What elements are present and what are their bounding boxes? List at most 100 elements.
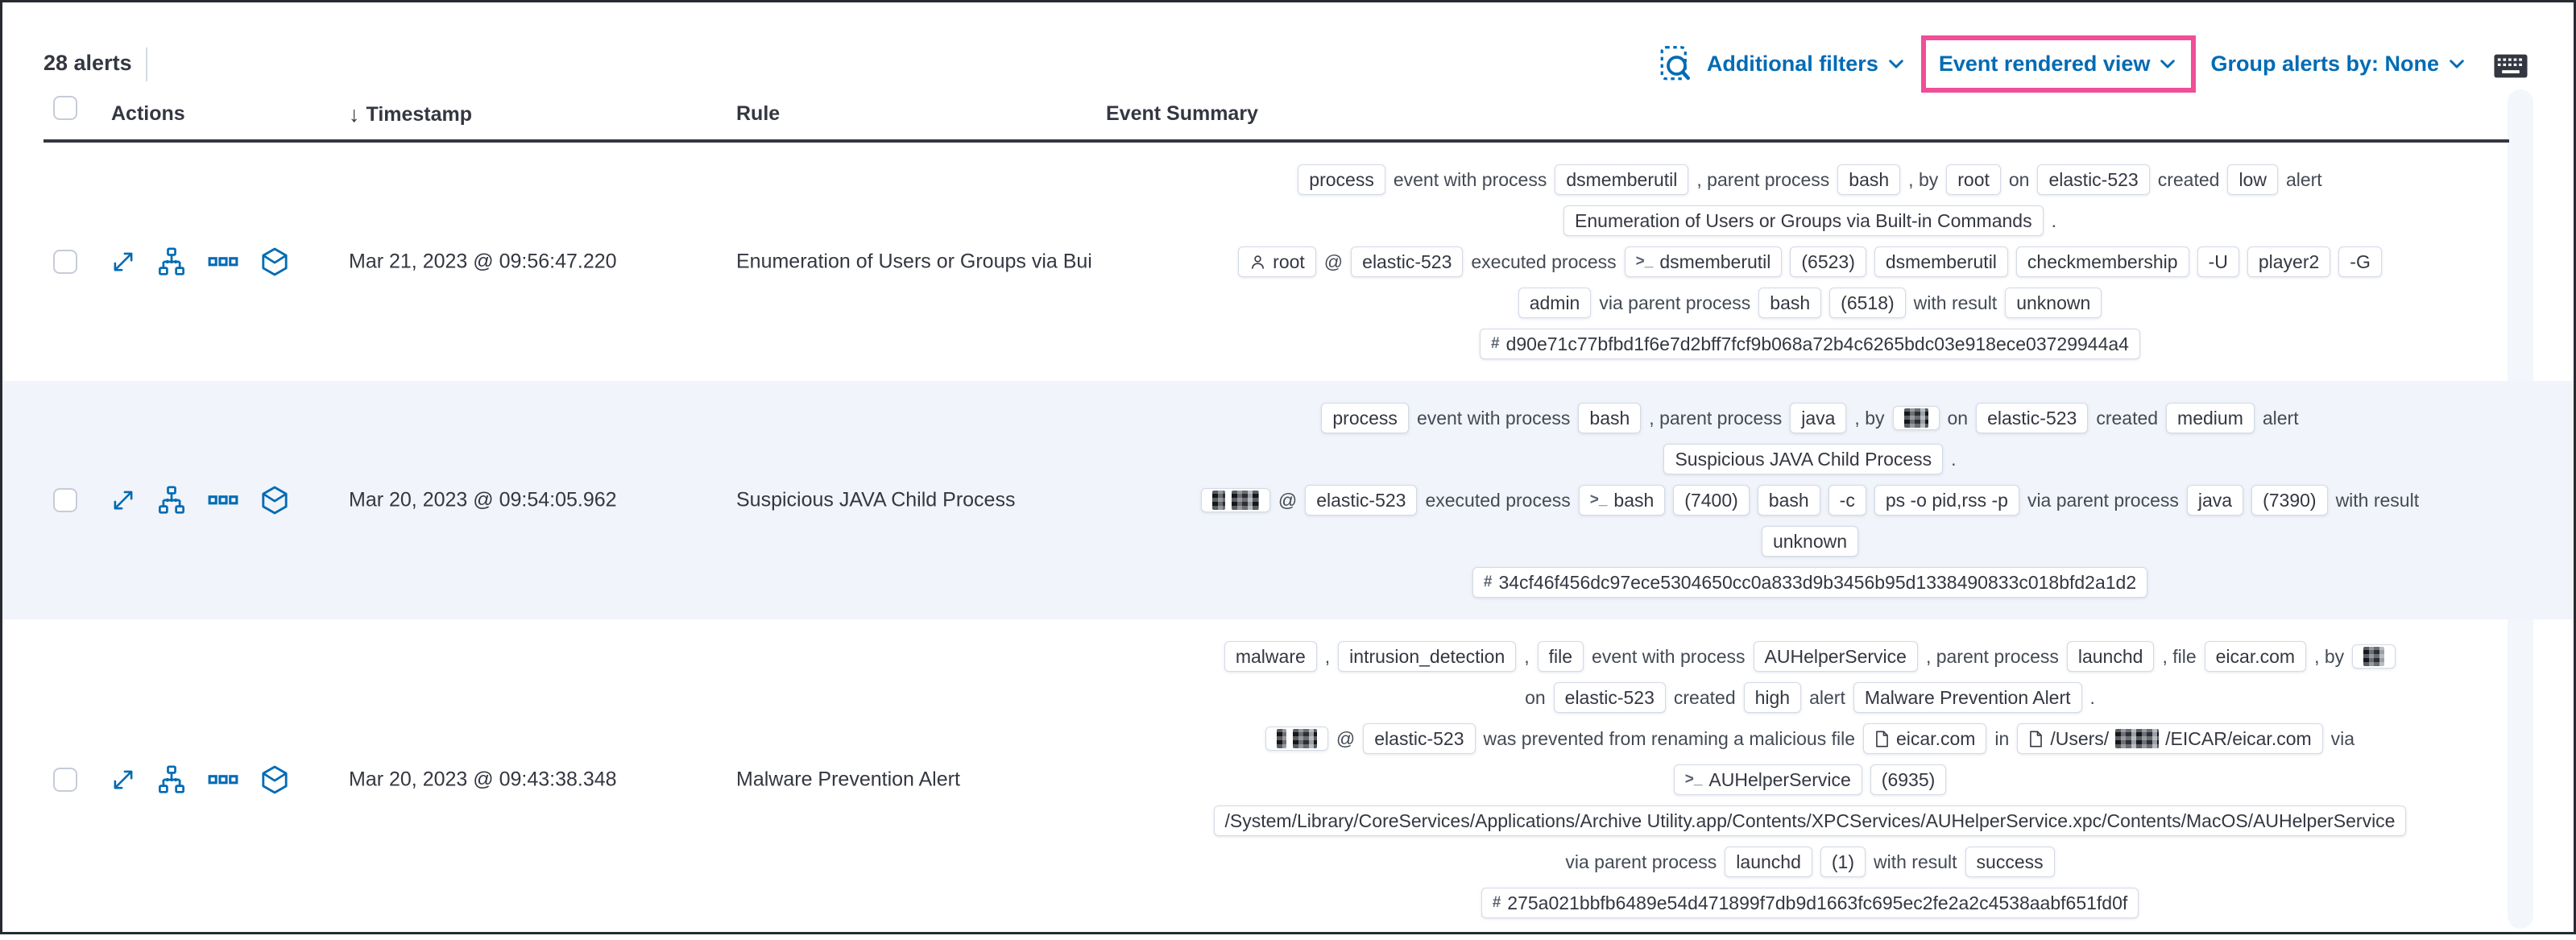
field-badge[interactable]: elastic-523 bbox=[1351, 246, 1464, 277]
hash-badge[interactable]: #d90e71c77bfbd1f6e7d2bff7fcf9b068a72b4c6… bbox=[1480, 329, 2140, 359]
field-badge[interactable]: AUHelperService bbox=[1753, 641, 1918, 672]
analyze-event-icon[interactable] bbox=[157, 486, 186, 515]
field-badge[interactable]: success bbox=[1965, 847, 2055, 877]
field-badge[interactable]: launchd bbox=[2066, 641, 2155, 672]
analyze-event-icon[interactable] bbox=[157, 765, 186, 794]
redacted-badge[interactable] bbox=[1265, 727, 1328, 751]
field-badge[interactable]: medium bbox=[2166, 403, 2255, 433]
field-badge[interactable]: low bbox=[2227, 164, 2278, 195]
terminal-prompt-icon: >_ bbox=[1635, 253, 1654, 270]
badge-text: eicar.com bbox=[1895, 728, 1976, 749]
column-header-timestamp[interactable]: ↓Timestamp bbox=[349, 102, 473, 126]
field-badge[interactable]: high bbox=[1743, 682, 1802, 713]
field-badge[interactable]: bash bbox=[1758, 288, 1822, 318]
field-badge[interactable]: elastic-523 bbox=[1363, 723, 1476, 754]
group-alerts-label: Group alerts by: None bbox=[2210, 51, 2439, 76]
more-actions-icon[interactable] bbox=[208, 246, 238, 277]
additional-filters-button[interactable]: Additional filters bbox=[1707, 52, 1907, 77]
view-selector-button[interactable]: Event rendered view bbox=[1939, 52, 2179, 77]
summary-text: , by bbox=[2314, 645, 2345, 667]
field-badge[interactable]: dsmemberutil bbox=[1874, 246, 2008, 277]
field-badge[interactable]: Enumeration of Users or Groups via Built… bbox=[1563, 205, 2044, 236]
field-badge[interactable]: player2 bbox=[2247, 246, 2331, 277]
summary-text: was prevented from renaming a malicious … bbox=[1483, 727, 1855, 749]
field-badge[interactable]: -U bbox=[2197, 246, 2239, 277]
session-view-icon[interactable] bbox=[260, 486, 289, 515]
badge-text: process bbox=[1309, 169, 1374, 190]
file-badge[interactable]: /Users//EICAR/eicar.com bbox=[2017, 723, 2323, 754]
more-actions-icon[interactable] bbox=[208, 485, 238, 516]
row-checkbox[interactable] bbox=[53, 250, 77, 274]
group-alerts-button[interactable]: Group alerts by: None bbox=[2210, 52, 2467, 77]
redacted-badge[interactable] bbox=[1892, 406, 1940, 430]
redacted-badge[interactable] bbox=[1200, 488, 1270, 512]
field-badge[interactable]: process bbox=[1321, 403, 1409, 433]
process-badge[interactable]: >_bash bbox=[1578, 485, 1666, 516]
field-badge[interactable]: (6523) bbox=[1790, 246, 1866, 277]
field-badge[interactable]: admin bbox=[1518, 288, 1592, 318]
field-badge[interactable]: dsmemberutil bbox=[1555, 164, 1689, 195]
field-badge[interactable]: Suspicious JAVA Child Process bbox=[1663, 444, 1944, 474]
analyze-event-icon[interactable] bbox=[157, 247, 186, 276]
expand-alert-icon[interactable] bbox=[111, 488, 135, 512]
field-badge[interactable]: launchd bbox=[1725, 847, 1812, 877]
field-badge[interactable]: ps -o pid,rss -p bbox=[1874, 485, 2019, 516]
file-badge[interactable]: eicar.com bbox=[1862, 723, 1987, 754]
inspect-icon[interactable] bbox=[1660, 45, 1692, 82]
field-badge[interactable]: (7390) bbox=[2251, 485, 2328, 516]
field-badge[interactable]: (6935) bbox=[1870, 764, 1947, 795]
field-badge[interactable]: file bbox=[1537, 641, 1584, 672]
field-badge[interactable]: /System/Library/CoreServices/Application… bbox=[1213, 805, 2407, 836]
field-badge[interactable]: (6518) bbox=[1829, 288, 1906, 318]
sort-desc-icon[interactable]: ↓ bbox=[349, 102, 360, 126]
more-actions-icon[interactable] bbox=[208, 764, 238, 795]
badge-text: (6518) bbox=[1841, 292, 1895, 313]
process-badge[interactable]: >_dsmemberutil bbox=[1624, 246, 1783, 277]
field-badge[interactable]: bash bbox=[1578, 403, 1642, 433]
field-badge[interactable]: elastic-523 bbox=[1553, 682, 1666, 713]
field-badge[interactable]: elastic-523 bbox=[1976, 403, 2089, 433]
header-divider bbox=[43, 139, 2509, 143]
row-checkbox[interactable] bbox=[53, 488, 77, 512]
hash-icon: # bbox=[1491, 335, 1500, 352]
field-badge[interactable]: -c bbox=[1828, 485, 1866, 516]
field-badge[interactable]: elastic-523 bbox=[1305, 485, 1418, 516]
expand-alert-icon[interactable] bbox=[111, 768, 135, 792]
field-badge[interactable]: Malware Prevention Alert bbox=[1853, 682, 2082, 713]
field-badge[interactable]: unknown bbox=[1761, 526, 1859, 557]
select-all-checkbox[interactable] bbox=[53, 96, 77, 120]
field-badge[interactable]: (1) bbox=[1820, 847, 1866, 877]
field-badge[interactable]: process bbox=[1298, 164, 1385, 195]
expand-alert-icon[interactable] bbox=[111, 250, 135, 274]
summary-line: #275a021bbfb6489e54d471899f7db9d1663fc69… bbox=[1481, 888, 2139, 918]
badge-text: (6935) bbox=[1881, 769, 1936, 790]
field-badge[interactable]: unknown bbox=[2005, 288, 2102, 318]
user-badge[interactable]: root bbox=[1238, 246, 1316, 277]
badge-text: Enumeration of Users or Groups via Built… bbox=[1575, 210, 2032, 231]
session-view-icon[interactable] bbox=[260, 247, 289, 276]
session-view-icon[interactable] bbox=[260, 765, 289, 794]
field-badge[interactable]: java bbox=[1790, 403, 1847, 433]
user-icon bbox=[1249, 254, 1266, 271]
hash-badge[interactable]: #34cf46f456dc97ece5304650cc0a833d9b3456b… bbox=[1472, 567, 2148, 598]
row-checkbox[interactable] bbox=[53, 768, 77, 792]
field-badge[interactable]: malware bbox=[1224, 641, 1317, 672]
field-badge[interactable]: intrusion_detection bbox=[1338, 641, 1517, 672]
field-badge[interactable]: java bbox=[2186, 485, 2244, 516]
field-badge[interactable]: root bbox=[1946, 164, 2001, 195]
keyboard-shortcuts-icon[interactable] bbox=[2493, 52, 2528, 80]
summary-text: with result bbox=[2335, 489, 2420, 511]
process-badge[interactable]: >_AUHelperService bbox=[1673, 764, 1862, 795]
field-badge[interactable]: (7400) bbox=[1673, 485, 1750, 516]
field-badge[interactable]: bash bbox=[1837, 164, 1901, 195]
hash-badge[interactable]: #275a021bbfb6489e54d471899f7db9d1663fc69… bbox=[1481, 888, 2139, 918]
redacted-badge[interactable] bbox=[2352, 644, 2396, 669]
field-badge[interactable]: eicar.com bbox=[2204, 641, 2307, 672]
field-badge[interactable]: checkmembership bbox=[2015, 246, 2189, 277]
field-badge[interactable]: bash bbox=[1757, 485, 1820, 516]
field-badge[interactable]: -G bbox=[2338, 246, 2382, 277]
field-badge[interactable]: elastic-523 bbox=[2037, 164, 2150, 195]
